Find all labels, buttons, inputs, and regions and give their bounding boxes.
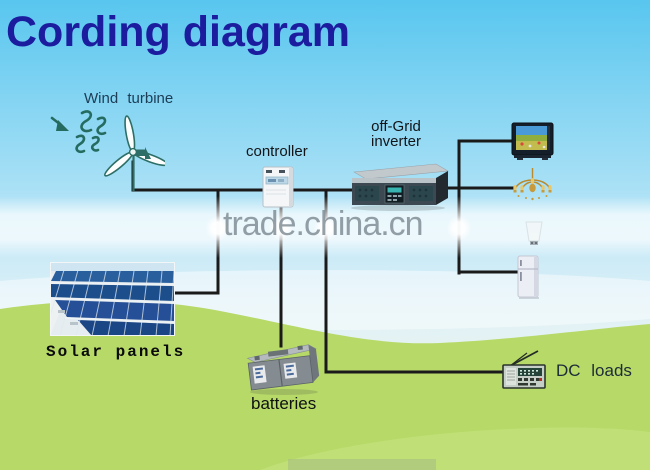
controller-device (262, 166, 294, 208)
batteries-label: batteries (251, 394, 317, 413)
inverter-label-line1: off-Grid (371, 118, 421, 135)
wind-turbine-label: Wind turbine (84, 90, 174, 107)
page-title: Cording diagram (6, 8, 351, 56)
inverter-label: off-Grid inverter (348, 119, 444, 149)
dc-loads-label: DC loads (556, 361, 632, 380)
controller-label: controller (246, 143, 308, 160)
inverter-device (351, 163, 449, 211)
solar-panels-image (50, 262, 175, 336)
inverter-label-line2: inverter (370, 133, 422, 150)
tv-icon (511, 122, 554, 160)
dc-loads-radio (502, 350, 546, 389)
wind-turbine-icon (104, 115, 165, 191)
batteries-image (246, 344, 320, 395)
solar-panels-label: Solar panels (46, 343, 186, 361)
refrigerator-icon (517, 255, 539, 299)
chandelier-icon (513, 168, 552, 201)
wind-swirl-icon (50, 110, 107, 154)
water-heater-icon (525, 221, 543, 245)
